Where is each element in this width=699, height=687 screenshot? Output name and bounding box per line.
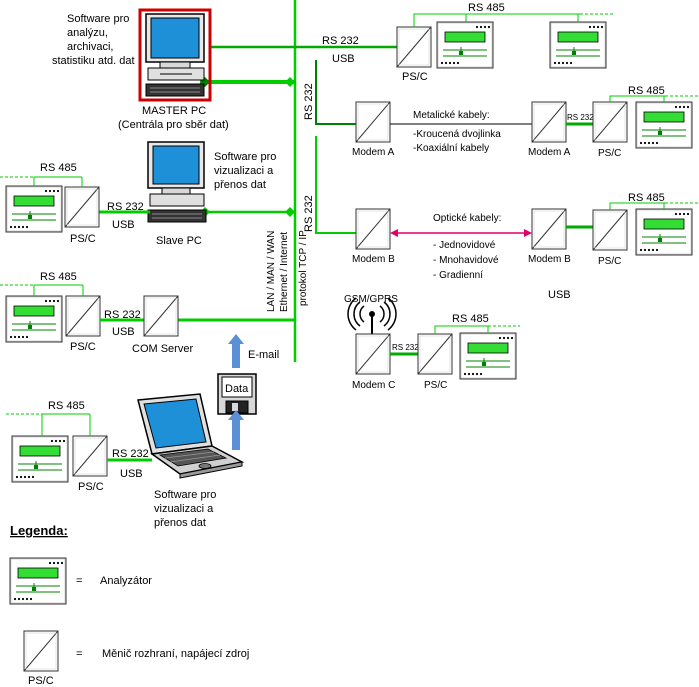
metal-item-1: -Kroucená dvojlinka	[413, 129, 501, 140]
legend-analyzer-label: Analyzátor	[100, 575, 152, 587]
modem-a-rs485-label: RS 485	[628, 85, 665, 97]
master-software-line-1: Software pro	[67, 13, 129, 25]
master-software-line-4: statistiku atd. dat	[52, 55, 135, 67]
laptop-rs485-label: RS 485	[48, 400, 85, 412]
laptop-software-line-3: přenos dat	[154, 517, 206, 529]
laptop-usb-label: USB	[120, 468, 143, 480]
legend-psc-label: PS/C	[28, 675, 54, 687]
modem-c-rs485-label: RS 485	[452, 313, 489, 325]
top-rs232-label: RS 232	[322, 35, 359, 47]
optical-item-2: - Mnohavidové	[433, 255, 499, 266]
antenna-icon	[347, 297, 397, 334]
laptop-icon	[137, 393, 245, 479]
master-pc-label: MASTER PC	[142, 105, 206, 117]
master-pc-subtitle: (Centrála pro sběr dat)	[118, 119, 229, 131]
modem-a-psc-label: PS/C	[598, 148, 621, 159]
slave-software-line-1: Software pro	[214, 151, 276, 163]
modem-c-icon	[355, 333, 391, 375]
slave-rs485-label: RS 485	[40, 162, 77, 174]
modem-b-right-label: Modem B	[528, 254, 571, 265]
laptop-rs232-label: RS 232	[112, 448, 149, 460]
upload-arrow-icon	[228, 334, 244, 450]
legend-converter-eq: =	[76, 648, 82, 660]
modem-b-analyzer-icon	[635, 208, 693, 256]
optical-item-1: - Jednovidové	[433, 240, 496, 251]
backbone-rs232-label-1: RS 232	[303, 83, 315, 120]
laptop-analyzer-icon	[11, 435, 69, 483]
legend-title: Legenda:	[10, 523, 68, 538]
top-usb-label: USB	[332, 53, 355, 65]
modem-a-left-icon	[355, 101, 391, 143]
com-server-icon	[143, 295, 179, 337]
metal-title: Metalické kabely:	[413, 110, 490, 121]
modem-b-usb-label: USB	[548, 289, 571, 301]
master-software-line-2: analýzu,	[67, 27, 108, 39]
modem-a-converter-icon	[592, 101, 628, 143]
modem-b-psc-label: PS/C	[598, 256, 621, 267]
modem-b-left-label: Modem B	[352, 254, 395, 265]
email-label: E-mail	[248, 349, 279, 361]
modem-c-analyzer-icon	[459, 332, 517, 380]
com-converter-icon	[65, 295, 101, 337]
com-server-label: COM Server	[132, 343, 193, 355]
modem-c-label: Modem C	[352, 380, 395, 391]
optical-item-3: - Gradienní	[433, 270, 483, 281]
modem-a-analyzer-icon	[635, 101, 693, 149]
optical-title: Optické kabely:	[433, 213, 501, 224]
modem-c-converter-icon	[417, 333, 453, 375]
slave-rs232-label: RS 232	[107, 201, 144, 213]
modem-b-left-icon	[355, 208, 391, 250]
slave-software-line-3: přenos dat	[214, 179, 266, 191]
floppy-disk-icon	[217, 373, 257, 415]
slave-pc-icon	[147, 141, 207, 223]
modem-c-psc-label: PS/C	[424, 380, 447, 391]
modem-b-right-icon	[531, 208, 567, 250]
legend-converter-icon	[23, 630, 59, 672]
laptop-converter-icon	[72, 435, 108, 477]
network-label-line-1: LAN / MAN / WAN	[266, 231, 277, 312]
data-label: Data	[225, 383, 249, 395]
legend-analyzer-eq: =	[76, 575, 82, 587]
metal-item-2: -Koaxiální kabely	[413, 143, 489, 154]
modem-a-left-label: Modem A	[352, 147, 395, 158]
top-rs485-label: RS 485	[468, 2, 505, 14]
master-software-line-3: archivaci,	[67, 41, 113, 53]
slave-software-line-2: vizualizaci a	[214, 165, 274, 177]
slave-usb-label: USB	[112, 219, 135, 231]
gsm-label: GSM/GPRS	[344, 294, 398, 305]
top-analyzer-2-icon	[549, 21, 607, 69]
top-analyzer-1-icon	[436, 21, 494, 69]
legend-converter-label: Měnič rozhraní, napájecí zdroj	[102, 648, 249, 660]
slave-analyzer-icon	[5, 185, 63, 233]
modem-a-right-label: Modem A	[528, 147, 571, 158]
laptop-psc-label: PS/C	[78, 481, 104, 493]
com-psc-label: PS/C	[70, 341, 96, 353]
com-usb-label: USB	[112, 326, 135, 338]
top-psc-label: PS/C	[402, 71, 428, 83]
com-analyzer-icon	[5, 295, 63, 343]
slave-converter-icon	[64, 186, 100, 228]
modem-b-converter-icon	[592, 209, 628, 251]
modem-a-right-icon	[531, 101, 567, 143]
master-pc-icon	[138, 8, 212, 102]
com-rs232-label: RS 232	[104, 309, 141, 321]
top-converter-icon	[396, 26, 432, 68]
modem-c-rs232-label: RS 232	[392, 343, 419, 352]
com-rs485-label: RS 485	[40, 271, 77, 283]
slave-pc-label: Slave PC	[156, 235, 202, 247]
backbone-rs232-label-2: RS 232	[303, 195, 315, 232]
laptop-software-line-2: vizualizaci a	[154, 503, 214, 515]
slave-psc-label: PS/C	[70, 233, 96, 245]
network-label-line-3: protokol TCP / IP	[298, 230, 309, 306]
modem-a-rs232-label: RS 232	[567, 113, 594, 122]
modem-b-rs485-label: RS 485	[628, 192, 665, 204]
network-label-line-2: Ethernet / Internet	[279, 232, 290, 312]
laptop-software-line-1: Software pro	[154, 489, 216, 501]
legend-analyzer-icon	[9, 557, 67, 605]
